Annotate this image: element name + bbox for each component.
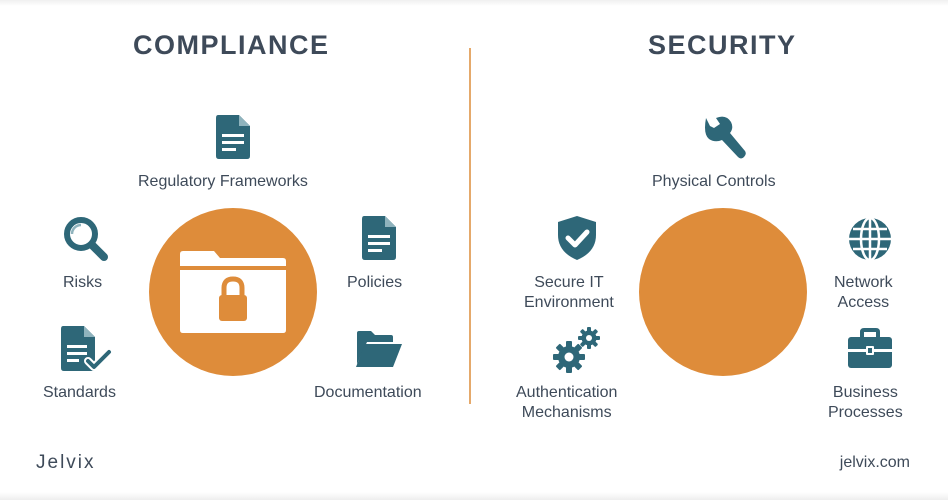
wrench-icon xyxy=(705,116,746,159)
gears-icon xyxy=(553,327,600,373)
security-title: SECURITY xyxy=(648,30,797,60)
document-icon xyxy=(216,115,250,159)
policies-label: Policies xyxy=(347,274,403,291)
risks-label: Risks xyxy=(63,274,103,291)
standards-label: Standards xyxy=(43,384,116,401)
document-check-icon xyxy=(61,326,112,371)
security-circle xyxy=(639,208,807,376)
authentication-mechanisms-label: Authentication Mechanisms xyxy=(516,384,618,421)
website-link[interactable]: jelvix.com xyxy=(839,454,910,471)
document-icon xyxy=(362,216,396,260)
compliance-title: COMPLIANCE xyxy=(133,30,330,60)
business-processes-label: Business Processes xyxy=(828,384,903,421)
section-divider xyxy=(469,48,471,404)
secure-it-environment-label: Secure IT Environment xyxy=(524,274,614,311)
locked-folder-icon xyxy=(180,251,286,333)
shield-check-icon xyxy=(558,216,596,260)
network-access-label: Network Access xyxy=(834,274,893,311)
top-shadow xyxy=(0,0,948,6)
globe-icon xyxy=(849,216,891,262)
magnifier-icon xyxy=(64,217,108,261)
open-folder-icon xyxy=(356,331,402,367)
brand-logo: Jelvix xyxy=(36,452,96,473)
briefcase-icon xyxy=(848,328,892,368)
bottom-shadow xyxy=(0,492,948,500)
physical-controls-label: Physical Controls xyxy=(652,173,776,190)
documentation-label: Documentation xyxy=(314,384,422,401)
regulatory-frameworks-label: Regulatory Frameworks xyxy=(138,173,308,190)
